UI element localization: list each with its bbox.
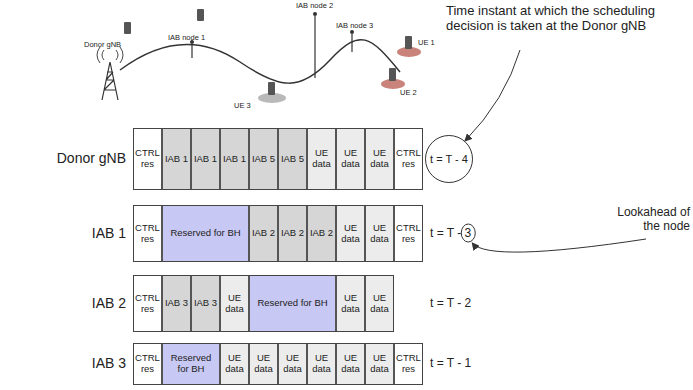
slot-label: IAB 2 [281,228,304,239]
slot-cell: UE data [336,128,365,190]
slot-label: UE data [309,148,334,170]
slot-cell: CTRL res [133,275,162,332]
slot-cell: UE data [336,205,365,262]
reserved-slot: Reserved for BH [162,205,249,262]
slot-label: UE data [338,223,363,245]
slot-label: IAB 2 [252,228,275,239]
node-label: UE 1 [418,38,435,47]
slot-label: IAB 1 [223,154,246,165]
slot-label: CTRL res [396,148,421,170]
node-label: UE 2 [400,88,417,97]
slot-cell: UE data [365,275,394,332]
row-label: IAB 3 [0,355,126,371]
slot-label: CTRL res [135,223,160,245]
slot-label: UE data [367,353,392,375]
time-label: t = T - 2 [430,296,471,310]
slot-cell: IAB 1 [162,128,191,190]
slot-label: CTRL res [396,353,421,375]
row-label: Donor gNB [0,150,126,166]
slot-cell: CTRL res [394,343,423,385]
slot-label: IAB 2 [310,228,333,239]
slot-label: UE data [367,148,392,170]
slot-cell: UE data [220,343,249,385]
slot-cell: IAB 1 [220,128,249,190]
leader-arrow [472,239,646,252]
slot-label: CTRL res [135,148,160,170]
slot-cell: IAB 3 [191,275,220,332]
slot-label: CTRL res [396,223,421,245]
slot-cell: UE data [249,343,278,385]
slot-cell: UE data [278,343,307,385]
slot-label: UE data [338,293,363,315]
leader-arrow [465,50,520,141]
slot-cell: UE data [365,343,394,385]
slot-cell: CTRL res [133,343,162,385]
slot-label: IAB 3 [194,298,217,309]
slot-cell: CTRL res [133,128,162,190]
row-label: IAB 2 [0,295,126,311]
row-label: IAB 1 [0,225,126,241]
node-label: IAB node 1 [168,33,205,42]
reserved-slot: Reserved for BH [249,275,336,332]
slot-cell: IAB 2 [307,205,336,262]
node-label: UE 3 [234,101,251,110]
slot-cell: CTRL res [394,205,423,262]
time-circle: t = T - 4 [425,135,473,183]
slot-cell: IAB 5 [278,128,307,190]
time-label: t = T - 1 [430,356,471,370]
slot-label: IAB 1 [165,154,188,165]
node-label: IAB node 2 [296,1,333,10]
slot-label: UE data [338,148,363,170]
slot-cell: CTRL res [133,205,162,262]
slot-label: UE data [367,293,392,315]
slot-label: UE data [222,353,247,375]
slot-label: CTRL res [135,353,160,375]
note: Time instant at which the scheduling dec… [446,3,686,33]
node-label: Donor gNB [84,40,121,49]
slot-cell: UE data [365,128,394,190]
slot-label: IAB 5 [281,154,304,165]
slot-label: IAB 3 [165,298,188,309]
slot-label: CTRL res [135,293,160,315]
slot-cell: UE data [307,343,336,385]
reserved-slot: Reserved for BH [162,343,220,385]
time-label: t = T - 3 [430,226,471,240]
slot-label: IAB 1 [194,154,217,165]
time-label: t = T - 4 [430,153,468,165]
slot-label: UE data [309,353,334,375]
slot-label: UE data [280,353,305,375]
slot-cell: UE data [336,275,365,332]
slot-cell: IAB 3 [162,275,191,332]
slot-cell: CTRL res [394,128,423,190]
slot-label: UE data [338,353,363,375]
slot-label: Reserved for BH [257,298,327,309]
note: Lookahead of the node [606,205,690,233]
slot-cell: UE data [336,343,365,385]
slot-cell: IAB 2 [249,205,278,262]
slot-cell: UE data [307,128,336,190]
node-label: IAB node 3 [336,21,373,30]
slot-label: IAB 5 [252,154,275,165]
slot-label: Reserved for BH [164,353,218,375]
slot-label: UE data [367,223,392,245]
slot-cell: UE data [220,275,249,332]
slot-cell: IAB 2 [278,205,307,262]
slot-cell: UE data [365,205,394,262]
slot-label: UE data [222,293,247,315]
slot-cell: IAB 1 [191,128,220,190]
slot-label: Reserved for BH [170,228,240,239]
slot-label: UE data [251,353,276,375]
slot-cell: IAB 5 [249,128,278,190]
